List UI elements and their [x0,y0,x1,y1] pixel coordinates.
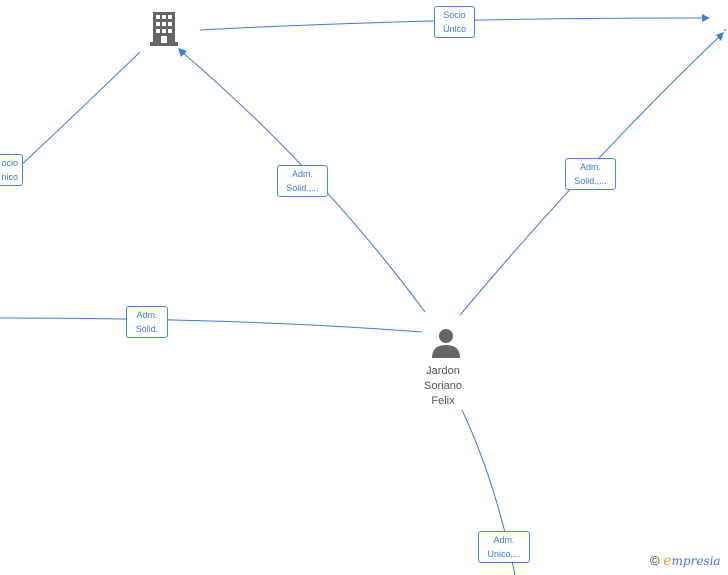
edge-label-socio-unico-left[interactable]: ocio nico [0,154,23,186]
arrow-head-top-right [702,14,710,22]
edge-label-line2: Solid. [135,324,159,334]
company-node-name: SL [124,0,204,5]
edge-label-line2: Único [442,24,466,34]
edge-label-line1: Adm. [493,535,515,545]
edge-label-line1: Socio [443,10,466,20]
person-name-line1: Jardon [426,365,460,377]
edge-label-adm-unico-bottom[interactable]: Adm. Unico,... [478,531,530,563]
person-name-line3: Felix [431,395,455,407]
edge-label-line2: nico [1,172,18,182]
edge-label-line1: ocio [1,158,18,168]
offscreen-node-marker-icon: - [723,24,727,36]
company-node-label[interactable]: SL [124,0,204,5]
person-icon[interactable] [430,328,462,358]
edge-label-line1: Adm. [291,169,313,179]
edge-person-to-left [0,317,423,333]
copyright-symbol: © [650,553,660,568]
edge-label-line2: Solid.,... [286,183,319,193]
edge-label-line2: Unico,... [487,549,521,559]
brand-name-rest: mpresia [671,554,721,568]
edge-label-line2: Solid.,... [574,176,607,186]
person-name-line2: Soriano [424,380,462,392]
person-node-label[interactable]: Jardon Soriano Felix [403,364,483,409]
brand-initial: e [663,553,672,569]
arrow-head-company [178,48,187,57]
edge-label-adm-solid-center-right[interactable]: Adm. Solid.,... [565,158,616,190]
building-icon[interactable] [150,12,178,46]
arrow-head-right [716,32,724,41]
edge-company-to-left [17,51,141,169]
edge-label-socio-unico-top[interactable]: Socio Único [434,6,475,38]
edge-label-adm-solid-left[interactable]: Adm. Solid. [126,306,168,338]
edge-label-line1: Adm. [136,310,158,320]
edge-label-adm-solid-center-left[interactable]: Adm. Solid.,... [277,165,328,197]
empresia-watermark: © empresia [650,553,721,569]
edge-label-line1: Adm. [579,162,601,172]
